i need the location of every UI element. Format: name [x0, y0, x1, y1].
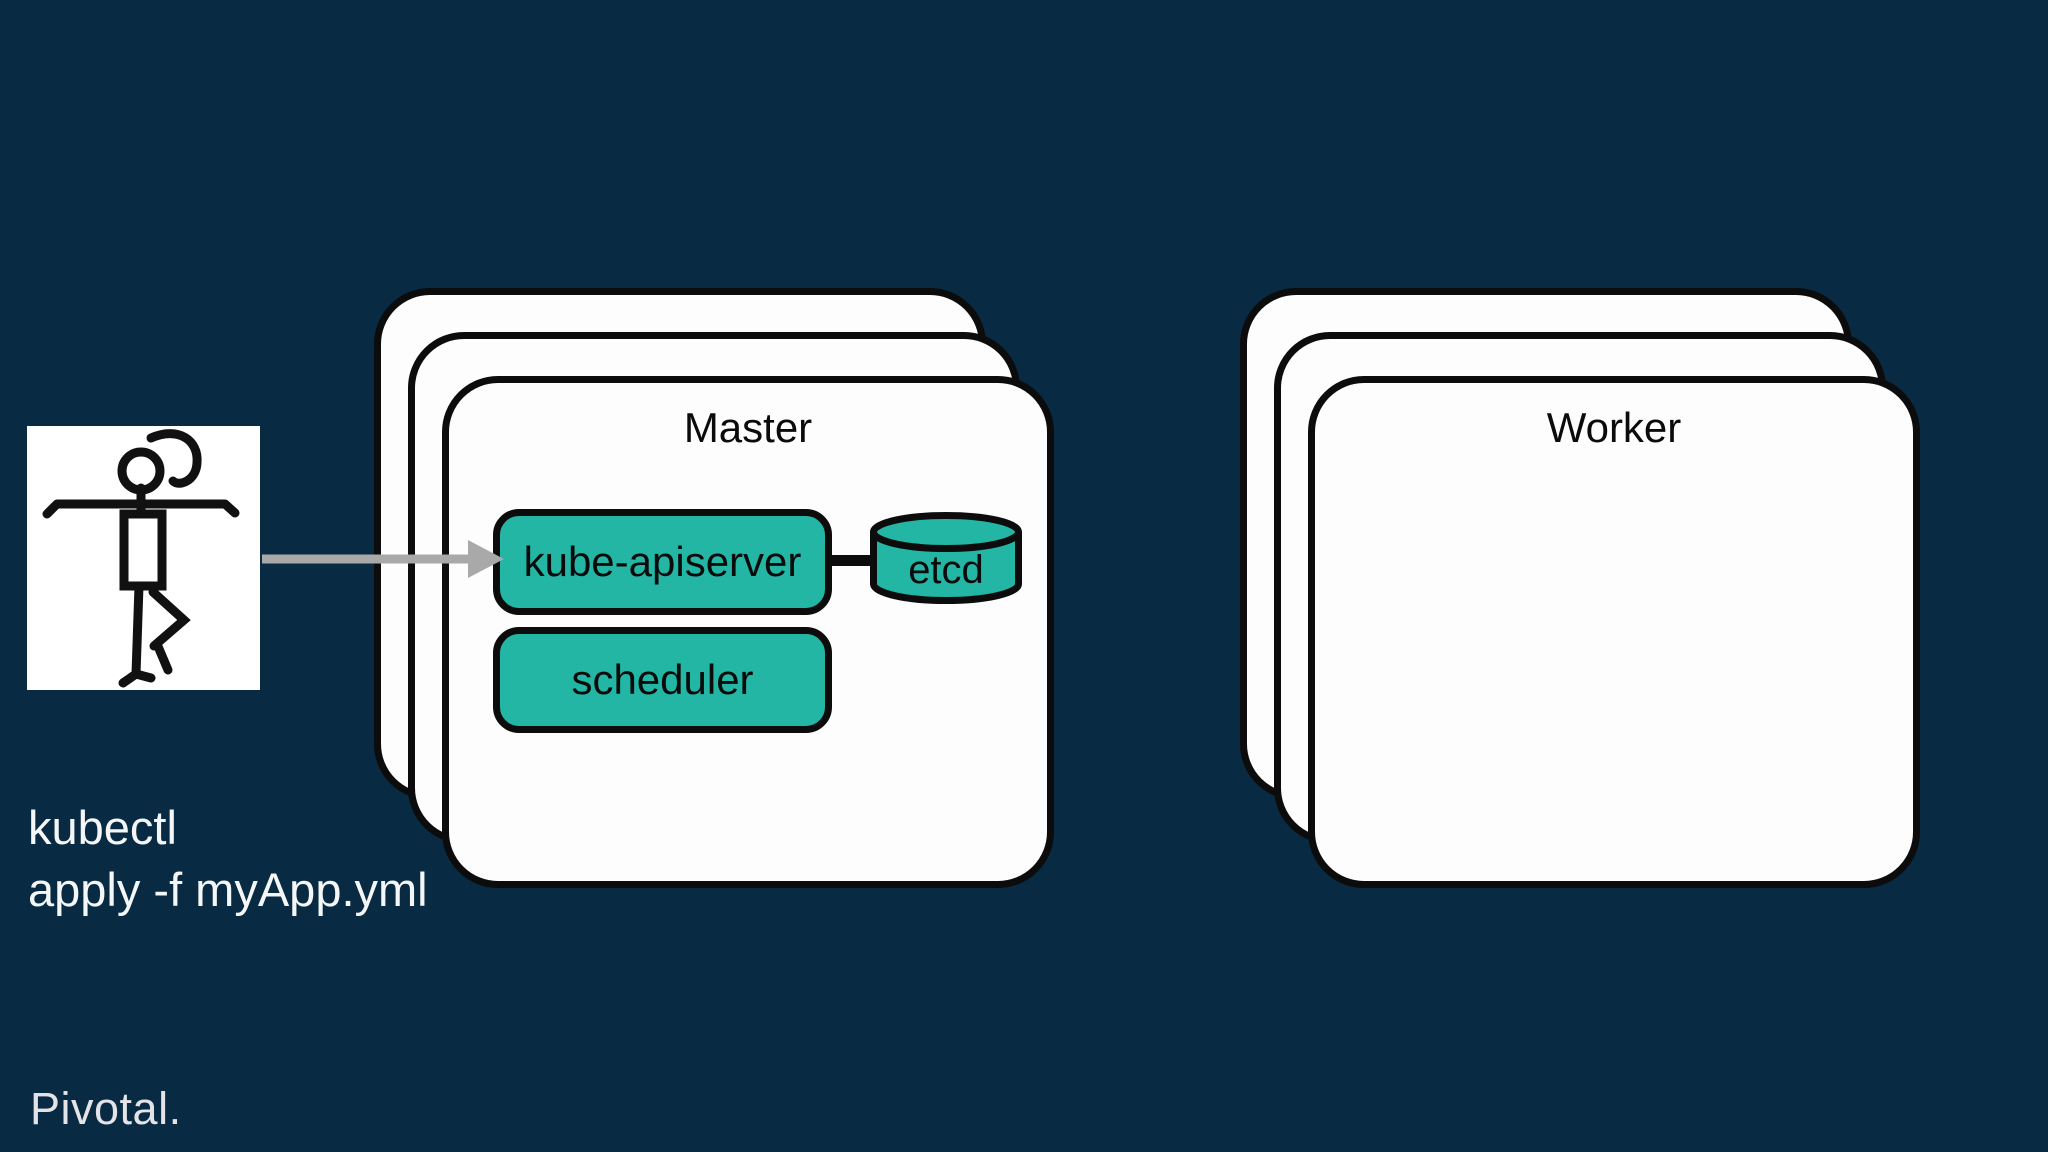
worker-node-stack: Worker: [1240, 288, 1920, 888]
master-title: Master: [683, 404, 813, 451]
kubectl-command-text: kubectl apply -f myApp.yml: [28, 797, 428, 921]
etcd-label: etcd: [908, 548, 984, 592]
worker-card-front: Worker: [1308, 376, 1920, 888]
yoga-person-icon: [42, 429, 240, 688]
arrow-right-icon: [262, 540, 504, 578]
pivotal-logo: Pivotal.: [30, 1083, 182, 1134]
command-line-2: apply -f myApp.yml: [28, 863, 428, 916]
database-cylinder-icon: [870, 512, 1022, 604]
master-node-stack: Master kube-apiserver etcd scheduler: [374, 288, 1054, 888]
user-image-box: [27, 426, 260, 690]
master-card-front: Master kube-apiserver etcd scheduler: [442, 376, 1054, 888]
etcd-cylinder: etcd: [866, 510, 1026, 610]
scheduler-box: scheduler: [493, 627, 832, 733]
command-line-1: kubectl: [28, 801, 177, 854]
kube-apiserver-box: kube-apiserver: [493, 509, 832, 615]
apiserver-etcd-connector: [828, 555, 874, 566]
worker-title: Worker: [1546, 404, 1682, 451]
